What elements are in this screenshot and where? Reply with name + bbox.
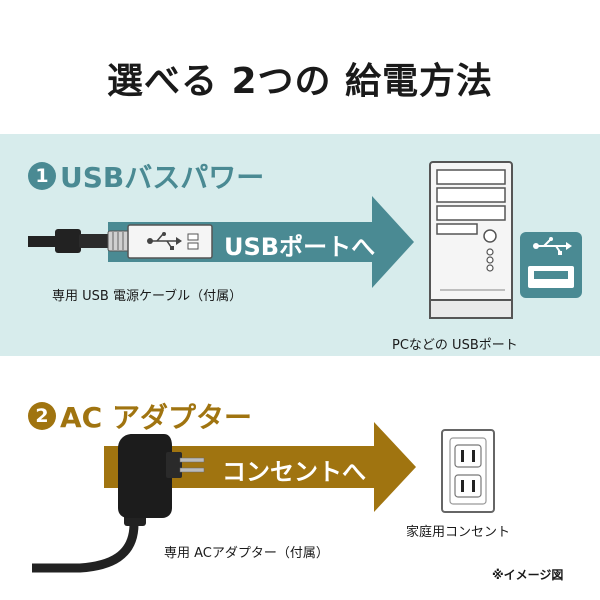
page-title: 選べる 2つの 給電方法	[106, 61, 494, 102]
usb-heading-text: USBバスパワー	[60, 161, 265, 194]
ac-number-badge: 2	[28, 402, 56, 430]
usb-arrow-label: USBポートへ	[224, 233, 376, 261]
usb-number-badge: 1	[28, 162, 56, 190]
ac-arrow-label: コンセントへ	[222, 458, 366, 486]
pc-tower-icon	[429, 161, 513, 319]
ac-heading-text: AC アダプター	[60, 401, 252, 434]
usb-symbol-icon	[520, 232, 582, 298]
pc-caption: PCなどの USBポート	[392, 338, 518, 353]
ac-arrow	[104, 422, 416, 512]
usb-plug-icon	[28, 224, 213, 259]
ac-heading: 2 AC アダプター	[28, 396, 252, 436]
ac-adapter-icon	[32, 434, 205, 573]
usb-arrow	[108, 196, 414, 288]
outlet-caption: 家庭用コンセント	[406, 525, 511, 540]
image-note: ※イメージ図	[492, 568, 564, 582]
usb-heading: 1 USBバスパワー	[28, 156, 264, 196]
ac-adapter-caption: 専用 ACアダプター（付属）	[164, 546, 329, 561]
wall-outlet-icon	[441, 429, 495, 513]
usb-cable-caption: 専用 USB 電源ケーブル（付属）	[52, 289, 243, 304]
